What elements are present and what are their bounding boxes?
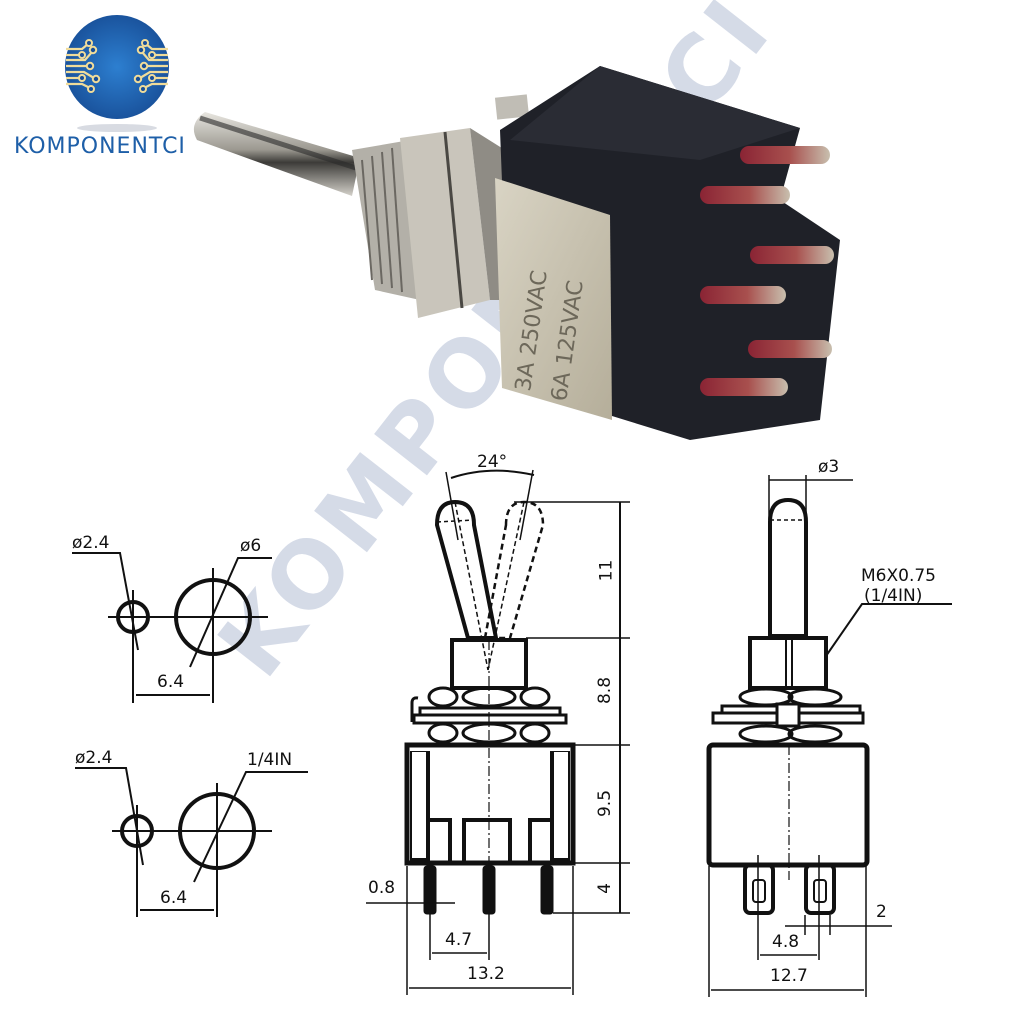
dim-cutout2-small-hole: ø2.4 bbox=[75, 748, 113, 768]
dim-pin-pitch-side: 4.8 bbox=[772, 932, 800, 952]
dim-body-height: 9.5 bbox=[595, 789, 616, 818]
panel-cutout-2 bbox=[75, 767, 308, 917]
dim-cutout1-large-hole: ø6 bbox=[240, 536, 262, 556]
dim-pin-pitch-front: 4.7 bbox=[445, 930, 473, 950]
dim-lever-angle: 24° bbox=[477, 452, 508, 472]
terminal-pins bbox=[700, 146, 834, 396]
dim-cutout2-spacing: 6.4 bbox=[160, 888, 188, 908]
panel-cutout-1 bbox=[72, 552, 272, 703]
product-photo: 3A 250VAC 6A 125VAC bbox=[193, 66, 840, 440]
dim-thread-spec: M6X0.75 bbox=[861, 566, 936, 586]
front-view bbox=[366, 469, 630, 995]
dim-lever-height: 11 bbox=[596, 559, 617, 582]
technical-drawings bbox=[72, 469, 952, 997]
dim-thread-inch: (1/4IN) bbox=[864, 586, 923, 606]
side-view bbox=[706, 475, 952, 997]
dim-pin-thickness: 0.8 bbox=[368, 878, 396, 898]
dim-lever-diameter: ø3 bbox=[818, 457, 840, 477]
dim-pin-width: 2 bbox=[876, 902, 887, 922]
dim-bushing-height: 8.8 bbox=[595, 676, 616, 705]
dim-pin-length: 4 bbox=[594, 883, 615, 894]
circuit-globe-icon bbox=[65, 15, 169, 132]
brand-name: KOMPONENTCI bbox=[14, 134, 186, 159]
dim-body-width-front: 13.2 bbox=[467, 964, 505, 984]
dim-body-width-side: 12.7 bbox=[770, 966, 808, 986]
dim-cutout1-spacing: 6.4 bbox=[157, 672, 185, 692]
dim-cutout2-large-hole: 1/4IN bbox=[247, 750, 293, 770]
dim-cutout1-small-hole: ø2.4 bbox=[72, 533, 110, 553]
